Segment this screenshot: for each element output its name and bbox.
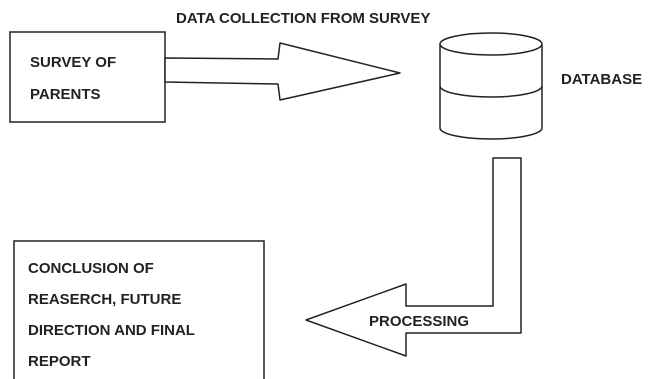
processing-label: PROCESSING <box>369 313 469 330</box>
survey-label-line-2: PARENTS <box>30 86 101 103</box>
database-node: DATABASE <box>439 32 642 140</box>
survey-label-line-1: SURVEY OF <box>30 54 116 71</box>
data-collection-arrow-shape <box>164 42 401 101</box>
conclusion-label-line-4: REPORT <box>28 353 91 370</box>
conclusion-box <box>13 240 265 379</box>
database-label: DATABASE <box>561 71 642 88</box>
survey-box <box>9 31 166 123</box>
processing-arrow: PROCESSING <box>305 157 522 357</box>
database-cylinder-band <box>439 85 543 98</box>
data-collection-arrow: DATA COLLECTION FROM SURVEY <box>164 10 430 101</box>
data-collection-label: DATA COLLECTION FROM SURVEY <box>176 10 430 27</box>
conclusion-label-line-3: DIRECTION AND FINAL <box>28 322 195 339</box>
survey-node: SURVEY OF PARENTS <box>9 31 166 123</box>
conclusion-label-line-2: REASERCH, FUTURE <box>28 291 181 308</box>
database-cylinder-top <box>439 32 543 56</box>
processing-arrow-shape <box>305 157 522 357</box>
conclusion-node: CONCLUSION OF REASERCH, FUTURE DIRECTION… <box>13 240 265 379</box>
database-cylinder-body <box>439 44 543 140</box>
conclusion-label-line-1: CONCLUSION OF <box>28 260 154 277</box>
